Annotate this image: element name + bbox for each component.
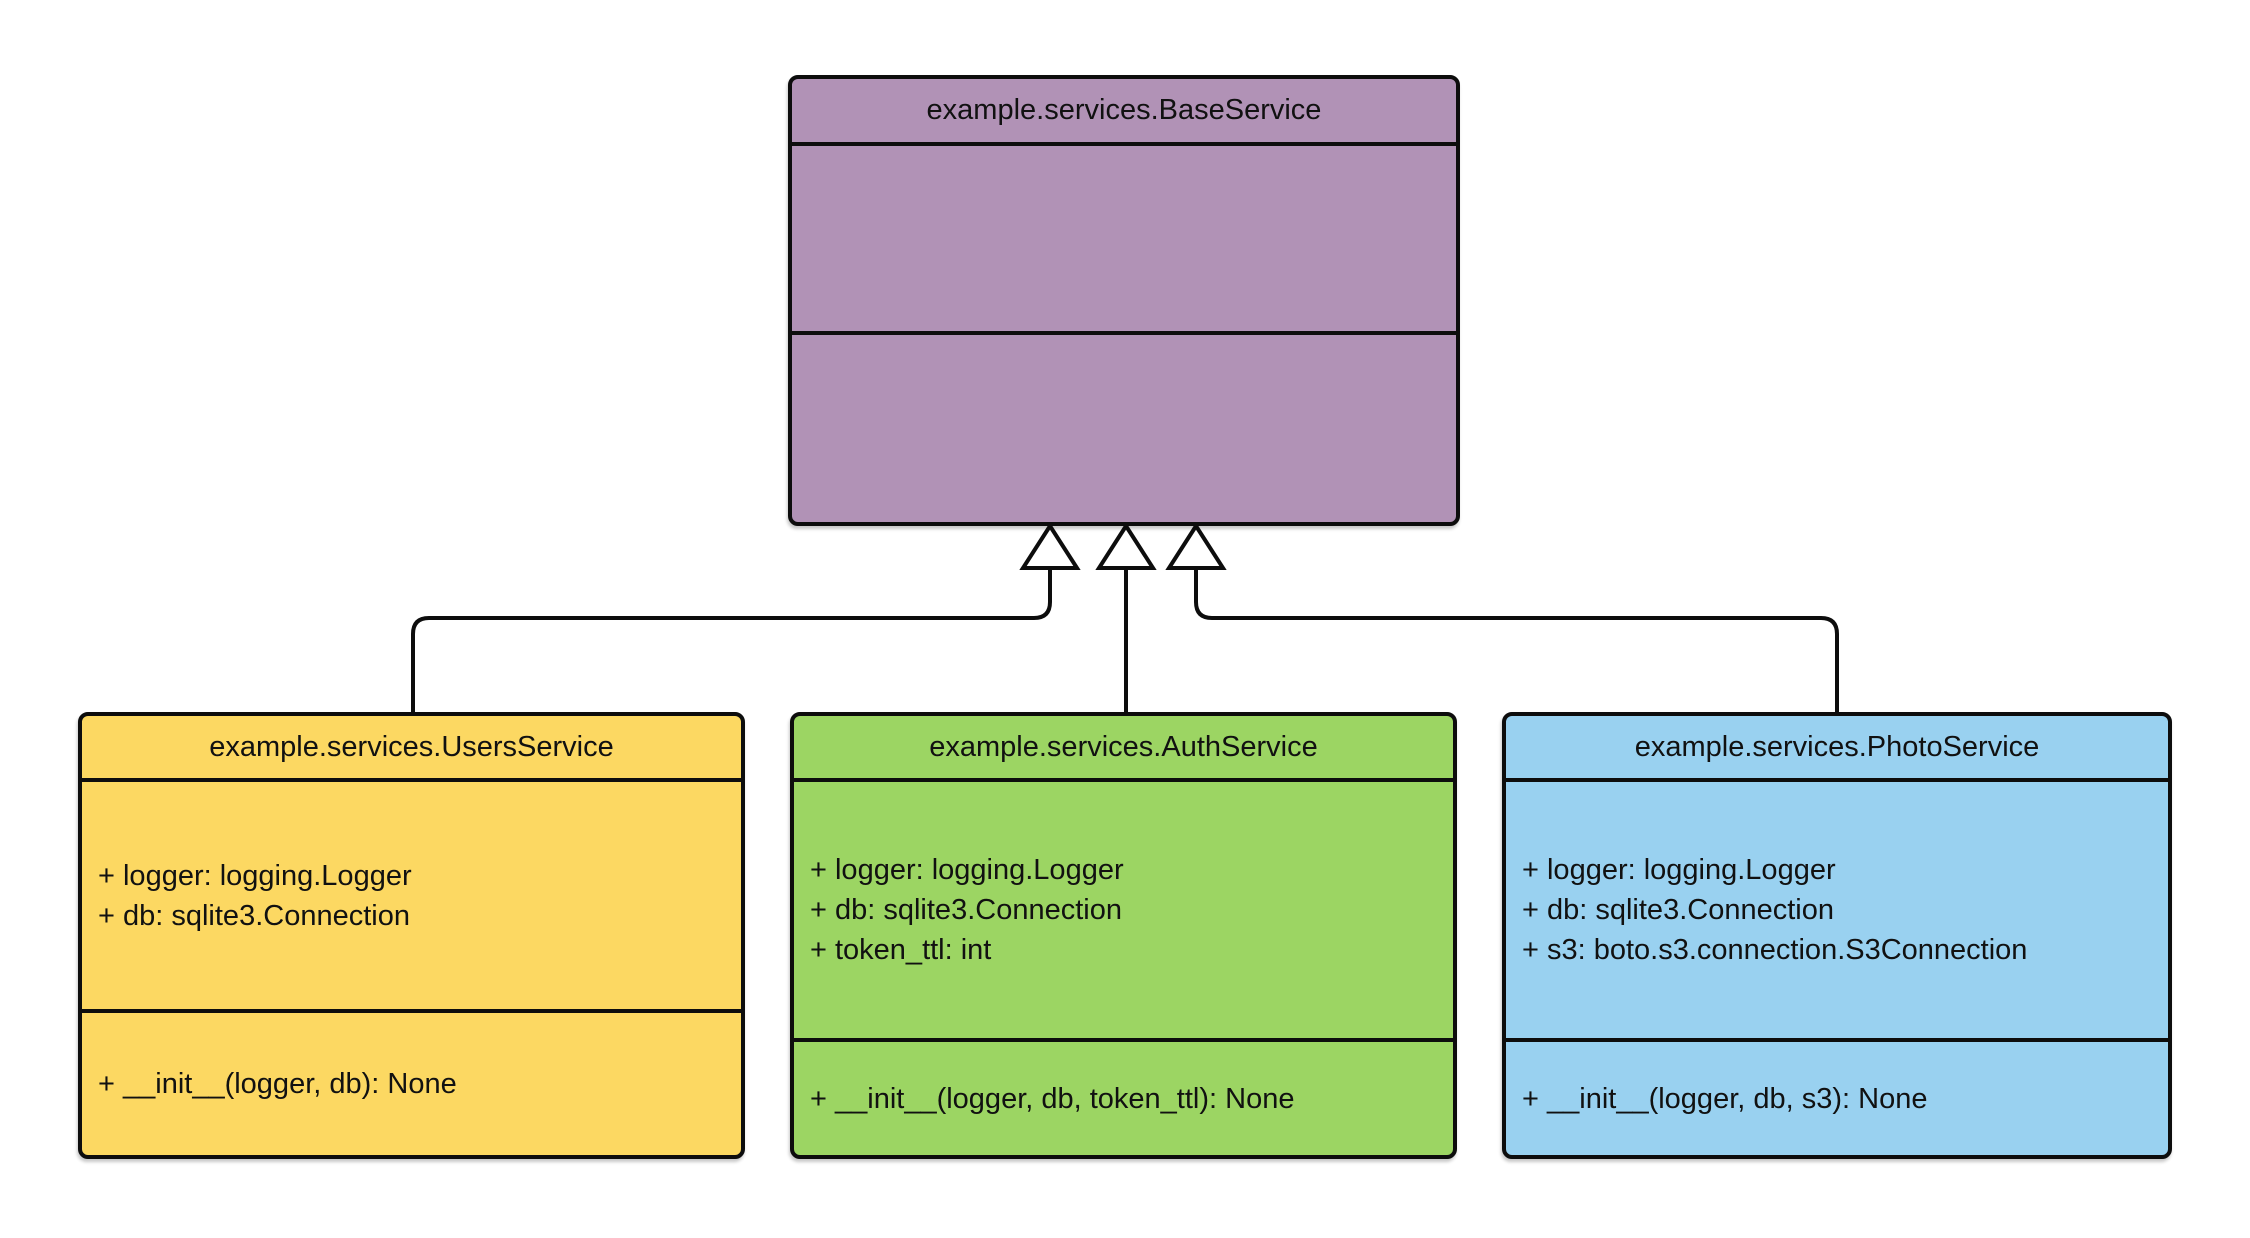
method-line: + __init__(logger, db, s3): None [1522,1082,1928,1115]
class-title-usersservice: example.services.UsersService [82,716,741,782]
inheritance-arrowhead-authservice [1095,522,1157,570]
attribute-line: + db: sqlite3.Connection [1522,894,1834,926]
class-node-usersservice[interactable]: example.services.UsersService + logger: … [78,712,745,1159]
class-attributes-authservice: + logger: logging.Logger + db: sqlite3.C… [794,782,1453,1042]
class-node-authservice[interactable]: example.services.AuthService + logger: l… [790,712,1457,1159]
class-attributes-usersservice: + logger: logging.Logger + db: sqlite3.C… [82,782,741,1013]
class-node-baseservice[interactable]: example.services.BaseService [788,75,1460,526]
attribute-line: + token_ttl: int [810,934,992,966]
attribute-line: + logger: logging.Logger [98,859,412,892]
class-methods-baseservice [792,335,1456,522]
class-methods-usersservice: + __init__(logger, db): None [82,1013,741,1155]
inheritance-connector-usersservice [411,570,1052,712]
class-attributes-photoservice: + logger: logging.Logger + db: sqlite3.C… [1506,782,2168,1042]
method-line: + __init__(logger, db, token_ttl): None [810,1082,1295,1115]
class-node-photoservice[interactable]: example.services.PhotoService + logger: … [1502,712,2172,1159]
inheritance-arrowhead-photoservice [1165,522,1227,570]
class-title-baseservice: example.services.BaseService [792,79,1456,146]
inheritance-connector-photoservice [1194,570,1839,712]
class-title-authservice: example.services.AuthService [794,716,1453,782]
class-methods-photoservice: + __init__(logger, db, s3): None [1506,1042,2168,1155]
attribute-line: + db: sqlite3.Connection [810,894,1122,926]
attribute-line: + logger: logging.Logger [810,854,1124,886]
attribute-line: + s3: boto.s3.connection.S3Connection [1522,934,2028,966]
class-methods-authservice: + __init__(logger, db, token_ttl): None [794,1042,1453,1155]
method-line: + __init__(logger, db): None [98,1068,457,1100]
attribute-line: + db: sqlite3.Connection [98,899,410,932]
inheritance-arrowhead-usersservice [1019,522,1081,570]
class-attributes-baseservice [792,146,1456,335]
class-title-photoservice: example.services.PhotoService [1506,716,2168,782]
attribute-line: + logger: logging.Logger [1522,854,1836,886]
